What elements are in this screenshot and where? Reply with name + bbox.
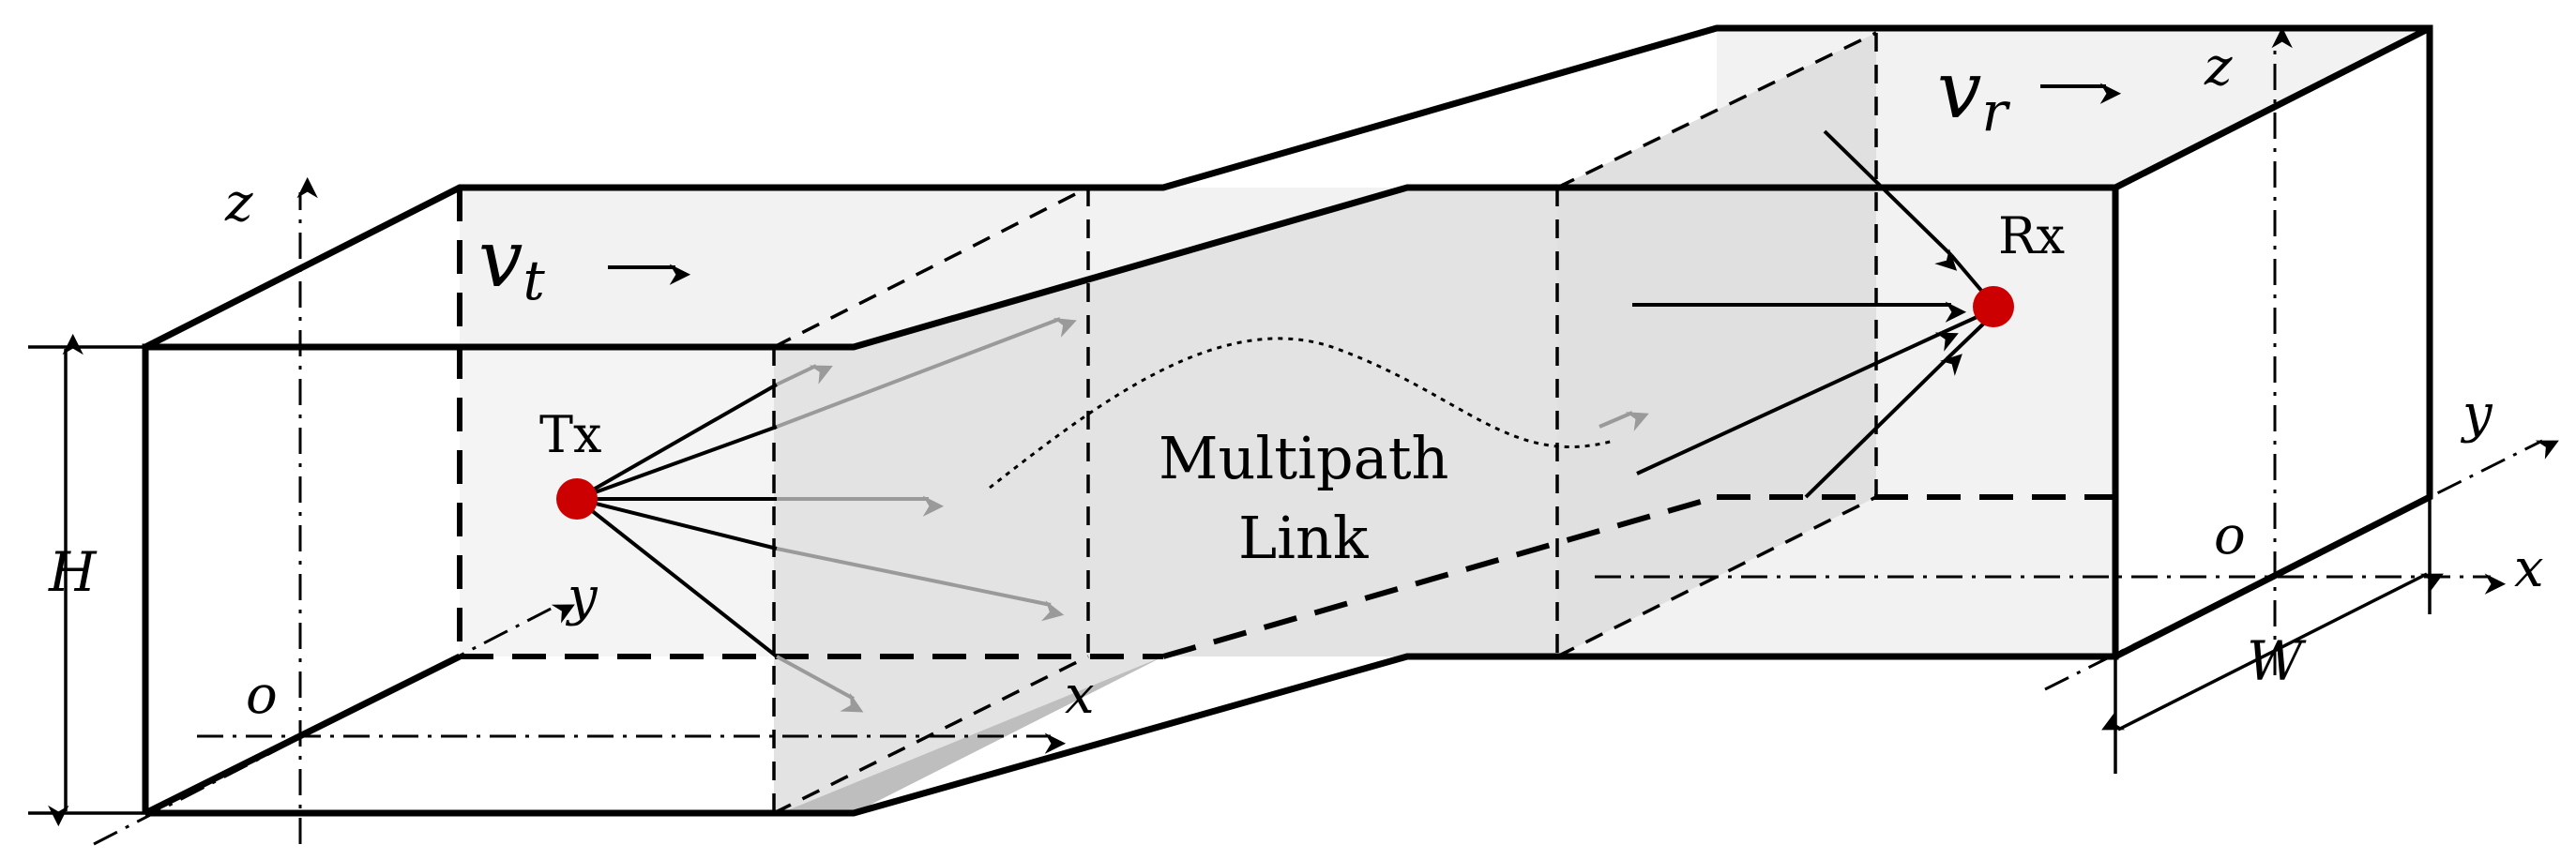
- tunnel-fills: [145, 28, 2430, 816]
- tx-y-axis: [93, 603, 575, 846]
- rx-node: [1973, 286, 2014, 327]
- width-arrow: [2101, 572, 2444, 732]
- multipath-label-line2: Link: [1238, 504, 1369, 572]
- height-label: H: [48, 540, 98, 604]
- tx-y-label: y: [565, 566, 599, 627]
- rx-origin-label: o: [2214, 505, 2246, 566]
- rx-y-label: y: [2460, 384, 2493, 445]
- rx-y-axis: [2044, 439, 2559, 691]
- tx-coordinate-system: z x y o: [93, 173, 1095, 846]
- rx-label: Rx: [1998, 206, 2065, 265]
- tx-z-label: z: [224, 173, 253, 234]
- multipath-label-line1: Multipath: [1159, 424, 1449, 492]
- rx-z-label: z: [2204, 37, 2233, 98]
- tx-origin-label: o: [246, 665, 278, 726]
- tx-rays: [575, 317, 1077, 713]
- tx-label: Tx: [539, 405, 601, 464]
- height-dimension: H: [28, 333, 145, 827]
- width-dimension: W: [2101, 497, 2444, 774]
- left-inner-shade: [460, 347, 774, 656]
- transition-wall: [774, 188, 1557, 816]
- tx-node: [556, 478, 598, 520]
- rx-velocity: vr: [1937, 44, 2122, 143]
- width-label: W: [2247, 629, 2307, 693]
- tx-velocity: vt: [478, 213, 691, 312]
- tx-x-label: x: [1065, 665, 1095, 726]
- right-end-face: [2115, 28, 2430, 656]
- rx-velocity-label: vr: [1937, 44, 2010, 143]
- multipath-link-curve: [989, 337, 1614, 490]
- rx-x-label: x: [2514, 538, 2544, 599]
- tx-velocity-label: vt: [478, 213, 545, 312]
